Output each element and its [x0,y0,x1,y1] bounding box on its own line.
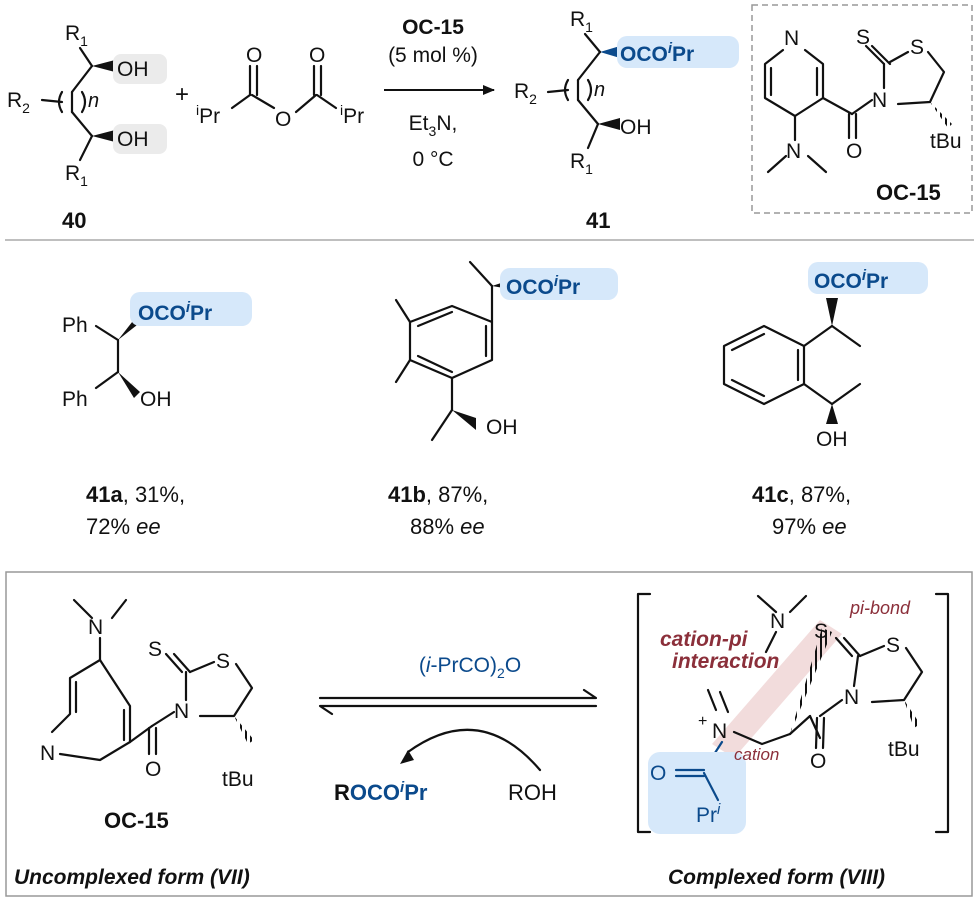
isobutyric-anhydride: iPr O O O iPr [196,44,364,131]
acyl-pr: Pri [696,801,721,827]
base-label: Et3N, [409,112,458,139]
n-thiazolidine-left: N [174,700,189,723]
caption-41c: 41c, 87%, [752,482,851,507]
ring-s: S [910,36,924,59]
catalyst-oc15-box: N N O N S S tBu OC-15 [751,4,973,214]
catalyst-box-label: OC-15 [876,180,941,205]
caption-41a: 41a, 31%, [86,482,185,507]
r1-bottom: R1 [65,162,88,189]
nme2-n-left: N [88,616,103,639]
product-41b: OCOiPr OH 41b, 87%, 88% ee [388,260,618,539]
n-thiazolidine-right: N [844,686,859,709]
product-41a: Ph OCOiPr Ph OH 41a, 31%, 72% ee [62,292,252,539]
pyridine-n: N [784,27,799,50]
oh-bottom: OH [117,128,149,151]
ee-41b: 88% ee [410,514,485,539]
r2-product: R2 [514,80,537,107]
oco-ipr-41a: OCOiPr [138,299,212,325]
substrate-40: R1 OH n R2 OH R1 40 [7,22,167,233]
oco-ipr-41c: OCOiPr [814,267,888,293]
interaction-label: interaction [672,650,779,673]
mechanism-product: ROCOiPr [334,779,428,805]
catalyst-loading: (5 mol %) [388,44,478,67]
equilibrium-forward [318,688,598,700]
oh-41b: OH [486,416,518,439]
ph-top: Ph [62,314,88,337]
plus-sign: + [175,81,189,108]
roh-label: ROH [508,780,557,805]
o-left: O [145,758,161,781]
ph-bottom: Ph [62,388,88,411]
dimethylamino-n: N [786,140,801,163]
pyridine-n-left: N [40,742,55,765]
tbu-left: tBu [222,768,254,791]
complexed-catalyst: N N + O N S S tBu O Pri cation [636,592,950,889]
cation-pi-label: cation-pi [660,628,749,651]
tbu-catalyst: tBu [930,130,962,153]
reaction-conditions: OC-15 (5 mol %) Et3N, 0 °C [384,16,495,171]
ipr-right: iPr [340,102,364,128]
pyridinium-n: N [712,720,727,743]
r2: R2 [7,89,30,116]
mechanism-box [5,571,973,897]
catalyst-name: OC-15 [402,16,464,39]
caption-41b: 41b, 87%, [388,482,488,507]
r1-top: R1 [65,22,88,49]
o-right: O [810,750,826,773]
oh-product: OH [620,116,652,139]
bracket-right [934,592,950,834]
catalyst-box-border [751,4,973,214]
oh-41a: OH [140,388,172,411]
cation-label: cation [734,745,779,764]
o-carbonyl-right: O [309,44,325,67]
mechanism-reagent: (i-PrCO)2O [419,654,521,681]
thione-s-right: S [814,620,828,643]
ring-s-right: S [886,634,900,657]
left-catalyst-label: OC-15 [104,808,169,833]
thione-s: S [856,26,870,49]
catalyst-o: O [846,140,862,163]
n-index-product: n [594,79,605,101]
right-caption: Complexed form (VIII) [668,866,885,889]
acyl-o: O [650,762,666,785]
ipr-left: iPr [196,102,220,128]
oh-41c: OH [816,428,848,451]
o-carbonyl-left: O [246,44,262,67]
hashed-wedge [790,628,832,734]
thione-s-left: S [148,638,162,661]
thiazolidine-n: N [872,89,887,112]
ee-41c: 97% ee [772,514,847,539]
ring-s-left: S [216,650,230,673]
oco-ipr-product: OCOiPr [620,40,694,66]
ee-41a: 72% ee [86,514,161,539]
curved-arrow [406,728,542,772]
plus-charge: + [698,713,707,730]
n-index: n [88,90,99,112]
product-41c: OCOiPr OH 41c, 87%, 97% ee [722,262,928,539]
tbu-right: tBu [888,738,920,761]
substrate-label: 40 [62,208,86,233]
nme2-n-right: N [770,610,785,633]
equilibrium-back [318,704,598,716]
temperature-label: 0 °C [412,148,453,171]
product-label: 41 [586,208,610,233]
product-41: R1 OCOiPr n R2 OH R1 41 [514,8,739,233]
o-bridge: O [275,108,291,131]
equilibrium: (i-PrCO)2O ROCOiPr ROH [318,654,598,805]
pi-bond-label: pi-bond [849,598,911,618]
bracket-left [636,592,652,834]
r1-top-product: R1 [570,8,593,35]
left-caption: Uncomplexed form (VII) [14,866,250,889]
oco-ipr-41b: OCOiPr [506,273,580,299]
r1-bottom-product: R1 [570,150,593,177]
uncomplexed-catalyst: N N O N S S tBu OC-15 Uncomplexed form (… [14,598,254,889]
oh-top: OH [117,58,149,81]
